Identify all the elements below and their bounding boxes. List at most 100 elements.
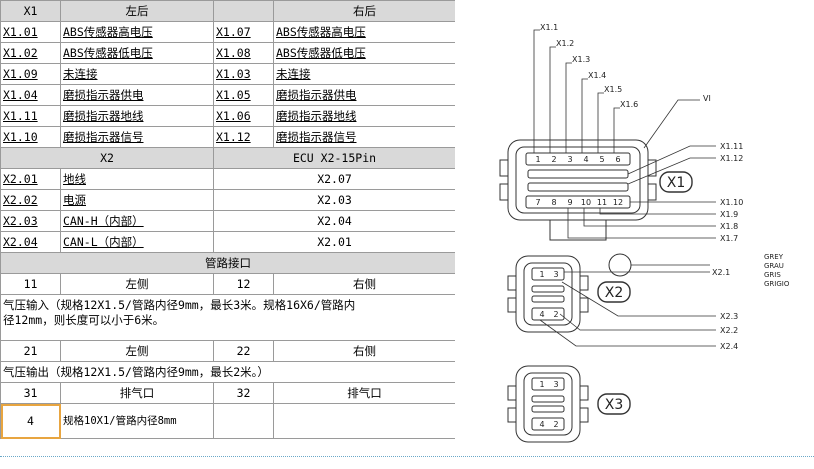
x1-pin-label: 7 xyxy=(535,198,540,207)
cell[interactable]: 21 xyxy=(0,340,61,362)
x1-callout-label: X1.3 xyxy=(572,55,590,64)
cell[interactable]: 磨损指示器信号 xyxy=(273,126,455,148)
x2-pin-label: 3 xyxy=(553,270,558,279)
cell[interactable]: ABS传感器高电压 xyxy=(273,21,455,43)
cell[interactable]: 电源 xyxy=(60,189,214,211)
cell[interactable]: X2.04 xyxy=(0,231,61,253)
leader-line xyxy=(627,145,716,175)
table-row: X1.10 磨损指示器信号 X1.12 磨损指示器信号 xyxy=(0,126,455,148)
cell[interactable]: X1.01 xyxy=(0,21,61,43)
cell[interactable]: 气压输出（规格12X1.5/管路内径9mm，最长2米。） xyxy=(0,361,455,383)
table-row: X1.02 ABS传感器低电压 X1.08 ABS传感器低电压 xyxy=(0,42,455,64)
cell[interactable]: X1.05 xyxy=(213,84,274,106)
cell[interactable]: 管路接口 xyxy=(0,252,455,274)
leader-line xyxy=(583,208,716,227)
x3-housing xyxy=(515,365,581,443)
x2-badge-frame xyxy=(597,281,631,303)
cell[interactable]: 右后 xyxy=(273,0,455,22)
cell[interactable]: X1.08 xyxy=(213,42,274,64)
x1-leader-lines xyxy=(533,29,716,239)
cell[interactable]: CAN-H（内部） xyxy=(60,210,214,232)
cell[interactable]: ECU X2-15Pin xyxy=(213,147,455,169)
x1-callout-label: X1.5 xyxy=(604,85,622,94)
x3-latch xyxy=(507,407,517,423)
x3-badge-frame xyxy=(597,393,631,415)
table-row: X1.09 未连接 X1.03 未连接 xyxy=(0,63,455,85)
cell[interactable]: 32 xyxy=(213,382,274,404)
cell[interactable]: X2.04 xyxy=(213,210,455,232)
cell[interactable]: 未连接 xyxy=(60,63,214,85)
cell[interactable]: 磨损指示器地线 xyxy=(273,105,455,127)
x2-latch xyxy=(579,297,589,313)
cell[interactable]: 磨损指示器供电 xyxy=(273,84,455,106)
x3-pin-label: 4 xyxy=(539,420,544,429)
cell[interactable]: 左侧 xyxy=(60,273,214,295)
cell[interactable] xyxy=(213,403,274,439)
x1-pin-label: 3 xyxy=(567,155,572,164)
cell[interactable]: X1.12 xyxy=(213,126,274,148)
cell[interactable]: X1.04 xyxy=(0,84,61,106)
cell[interactable]: X2.01 xyxy=(0,168,61,190)
cell[interactable]: X2.07 xyxy=(213,168,455,190)
cell[interactable]: ABS传感器高电压 xyxy=(60,21,214,43)
x1-callout-label: VI xyxy=(703,94,711,103)
cell[interactable]: X2.01 xyxy=(213,231,455,253)
cell[interactable]: X1.07 xyxy=(213,21,274,43)
cell[interactable]: 磨损指示器供电 xyxy=(60,84,214,106)
x3-slot xyxy=(531,405,565,413)
cell[interactable]: ABS传感器低电压 xyxy=(60,42,214,64)
cell[interactable]: 11 xyxy=(0,273,61,295)
x1-pin-label: 5 xyxy=(599,155,604,164)
cell[interactable]: 12 xyxy=(213,273,274,295)
x2-latch xyxy=(507,297,517,313)
cell[interactable]: X2.03 xyxy=(213,189,455,211)
x2-slot xyxy=(531,295,565,303)
cell[interactable]: 31 xyxy=(0,382,61,404)
cell[interactable]: X1.03 xyxy=(213,63,274,85)
cell[interactable]: CAN-L（内部） xyxy=(60,231,214,253)
cell[interactable]: X2.02 xyxy=(0,189,61,211)
leader-line xyxy=(599,208,716,215)
x3-latch xyxy=(579,407,589,423)
x1-callout-label: X1.6 xyxy=(620,100,638,109)
cell[interactable]: 右侧 xyxy=(273,340,455,362)
cell[interactable]: 规格10X1/管路内径8mm xyxy=(60,403,214,439)
cell[interactable]: X1.06 xyxy=(213,105,274,127)
cell[interactable]: 未连接 xyxy=(273,63,455,85)
cell[interactable]: 22 xyxy=(213,340,274,362)
x1-pin-label: 12 xyxy=(613,198,623,207)
x1-housing-inner xyxy=(515,146,641,214)
cell[interactable]: 排气口 xyxy=(60,382,214,404)
x1-badge: X1 xyxy=(667,175,686,191)
cell[interactable]: X2.03 xyxy=(0,210,61,232)
cell[interactable]: 排气口 xyxy=(273,382,455,404)
cell[interactable]: 右侧 xyxy=(273,273,455,295)
leader-line xyxy=(561,281,716,317)
x1-key xyxy=(549,220,607,241)
cell[interactable] xyxy=(273,403,455,439)
cell[interactable]: X1.10 xyxy=(0,126,61,148)
cell[interactable] xyxy=(213,0,274,22)
cell[interactable]: 4 xyxy=(0,403,61,439)
cell[interactable]: X1.11 xyxy=(0,105,61,127)
x2-header-row: X2 ECU X2-15Pin xyxy=(0,147,455,169)
cell[interactable]: ABS传感器低电压 xyxy=(273,42,455,64)
x2-pin-label: 4 xyxy=(539,310,544,319)
cell[interactable]: X1 xyxy=(0,0,61,22)
x1-callout-label: X1.11 xyxy=(720,142,743,151)
x1-callout-label: X1.9 xyxy=(720,210,738,219)
x1-header-row: X1 左后 右后 xyxy=(0,0,455,22)
cell[interactable]: 地线 xyxy=(60,168,214,190)
cell[interactable]: 左侧 xyxy=(60,340,214,362)
cell[interactable]: 左后 xyxy=(60,0,214,22)
cell[interactable]: 磨损指示器信号 xyxy=(60,126,214,148)
cell[interactable]: X1.02 xyxy=(0,42,61,64)
cell[interactable]: 气压输入（规格12X1.5/管路内径9mm，最长3米。规格16X6/管路内径12… xyxy=(0,294,455,341)
x2-color-label: GRAU xyxy=(764,262,784,270)
cell[interactable]: X2 xyxy=(0,147,214,169)
cell[interactable]: X1.09 xyxy=(0,63,61,85)
x3-badge: X3 xyxy=(605,397,624,413)
cell[interactable]: 磨损指示器地线 xyxy=(60,105,214,127)
x3-pin-label: 1 xyxy=(539,380,544,389)
table-row: X2.01 地线 X2.07 xyxy=(0,168,455,190)
